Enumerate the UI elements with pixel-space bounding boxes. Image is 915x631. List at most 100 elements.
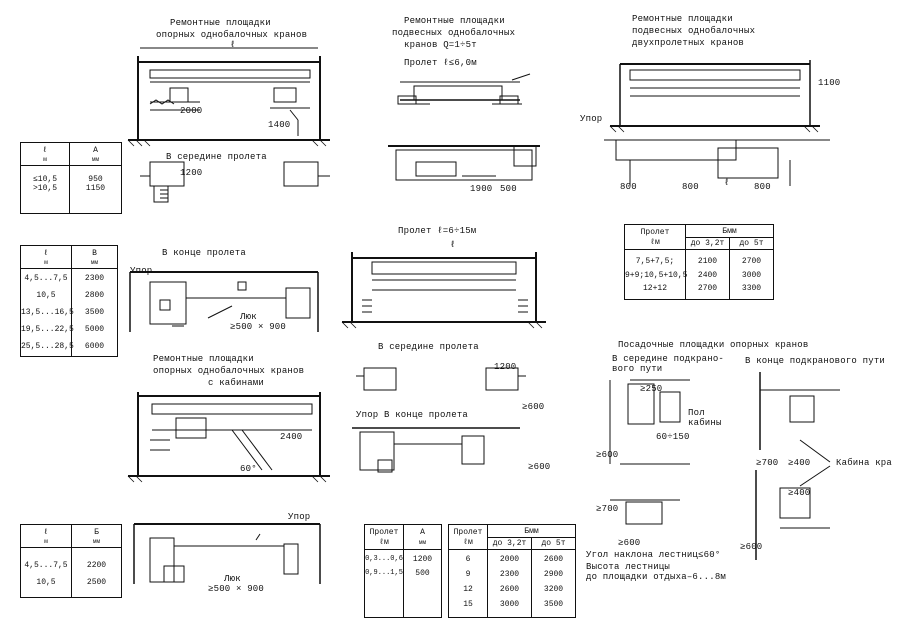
- table-6-cell: 9+9;10,5+10,5: [625, 271, 688, 280]
- dim-700-b: ≥700: [756, 458, 779, 468]
- panel-6-sections: [352, 367, 526, 473]
- table-4-cell: 0,3...0,6: [365, 555, 403, 563]
- dim-60-150: 60÷150: [656, 432, 690, 442]
- panel-2-plan: [129, 271, 319, 332]
- panel-4-plan: [133, 523, 321, 584]
- panel-5-elevation: [388, 73, 540, 181]
- table-6-header-col1-unit: ℓм: [650, 238, 660, 247]
- panel-3-elevation: [128, 392, 330, 477]
- title-repair-platforms-1-line1: Ремонтные площадки: [170, 18, 271, 28]
- hatch-size-1: ≥500 × 900: [230, 322, 287, 332]
- table-6-header-group: Бмм: [722, 227, 737, 236]
- span-6-15m-label: Пролет ℓ=6÷15м: [398, 226, 477, 236]
- table-1-header-col1: ℓ: [42, 146, 48, 155]
- table-3-header-col1-unit: м: [44, 538, 48, 545]
- hatch-size-2: ≥500 × 900: [208, 584, 265, 594]
- title-landing-platforms: Посадочные площадки опорных кранов: [618, 340, 809, 350]
- dim-1900: 1900: [470, 184, 493, 194]
- table-2-cell: 2300: [84, 274, 105, 283]
- table-1-cell: 950: [88, 175, 103, 184]
- end-runway-label: В конце подкранового пути: [745, 356, 886, 366]
- table-1-cell: ≤10,5: [32, 175, 57, 184]
- dim-250: ≥250: [640, 384, 663, 394]
- end-span-label-1: В конце пролета: [162, 248, 247, 258]
- table-1-header-col1-unit: м: [43, 156, 47, 163]
- table-4-cell: 1200: [412, 555, 433, 564]
- dim-800-b: 800: [682, 182, 699, 192]
- table-5-cell: 3500: [543, 600, 564, 609]
- dim-600-c: ≥600: [596, 450, 619, 460]
- table-5-cell: 12: [463, 585, 473, 594]
- table-2-cell: 4,5...7,5: [24, 274, 68, 283]
- dim-600-d: ≥600: [618, 538, 641, 548]
- cabin-crane-label: Кабина кра: [836, 458, 893, 468]
- stair-angle-note: Угол наклона лестниц≤60°: [586, 550, 721, 560]
- dim-700: ≥700: [596, 504, 619, 514]
- table-4-header-col2-unit: мм: [418, 539, 427, 546]
- table-3-header-col2-unit: мм: [92, 538, 101, 545]
- table-1-cell: >10,5: [32, 184, 57, 193]
- table-5-cell: 15: [463, 600, 473, 609]
- dim-800-a: 800: [620, 182, 637, 192]
- table-5-cell: 9: [465, 570, 471, 579]
- stop-end-span-label: Упор В конце пролета: [356, 410, 469, 420]
- table-2-cell: 5000: [84, 325, 105, 334]
- dim-500: 500: [500, 184, 517, 194]
- table-3-cell: 2200: [86, 561, 107, 570]
- table-2-cell: 13,5...16,5: [21, 308, 74, 317]
- table-6-subheader-1: до 3,2т: [690, 239, 725, 248]
- stair-height-note-2: до площадки отдыха–6...8м: [586, 572, 727, 582]
- dim-600-a: ≥600: [522, 402, 545, 412]
- dim-400-a: ≥400: [788, 458, 811, 468]
- table-5-cell: 6: [465, 555, 471, 564]
- table-5-cell: 2300: [499, 570, 520, 579]
- panel-6-elevation: [342, 252, 546, 323]
- table-6-cell: 3000: [741, 271, 762, 280]
- mid-runway-line1: В середине подкрано-: [612, 354, 725, 364]
- panel-1-plan: [140, 161, 330, 203]
- table-5-cell: 2900: [543, 570, 564, 579]
- title-suspended-1-line2: подвесных однобалочных: [392, 28, 516, 38]
- table-1-cell: 1150: [85, 184, 106, 193]
- table-6-cell: 7,5+7,5;: [635, 257, 675, 266]
- table-6-cell: 3300: [741, 284, 762, 293]
- table-2-header-col1: ℓ: [43, 249, 49, 258]
- dim-600-b: ≥600: [528, 462, 551, 472]
- table-2-cell: 19,5...22,5: [21, 325, 74, 334]
- table-4-header-col1-unit: ℓм: [379, 538, 389, 547]
- table-5-subheader-2: до 5т: [541, 539, 566, 548]
- table-5-header-col1-unit: ℓм: [463, 538, 473, 547]
- table-2-header-col1-unit: м: [44, 259, 48, 266]
- table-5-cell: 3000: [499, 600, 520, 609]
- title-repair-platforms-1-line2: опорных однобалочных кранов: [156, 30, 308, 40]
- table-2-cell: 2800: [84, 291, 105, 300]
- title-cabin-line3: с кабинами: [208, 378, 265, 388]
- panel-8-sections: [609, 372, 840, 560]
- table-4: Пролет ℓм А мм 0,3...0,6 1200 0,9...1,5 …: [364, 524, 442, 618]
- table-6-cell: 2100: [697, 257, 718, 266]
- title-cabin-line2: опорных однобалочных кранов: [153, 366, 305, 376]
- table-2-cell: 6000: [84, 342, 105, 351]
- mid-span-label-1: В середине пролета: [166, 152, 267, 162]
- table-6-header-col1: Пролет: [640, 228, 670, 237]
- panel-7-elevation: [604, 60, 830, 186]
- table-1-header-col2-unit: мм: [91, 156, 100, 163]
- table-5-cell: 2600: [499, 585, 520, 594]
- table-6-cell: 2700: [741, 257, 762, 266]
- stop-label-2: Упор: [288, 512, 311, 522]
- dim-1200: 1200: [180, 168, 203, 178]
- table-5-cell: 2000: [499, 555, 520, 564]
- table-4-cell: 0,9...1,5: [365, 569, 403, 577]
- hatch-label-1: Люк: [240, 312, 257, 322]
- table-5-header-col1: Пролет: [453, 528, 483, 537]
- table-2-cell: 10,5: [36, 291, 56, 300]
- title-suspended-1-line3: кранов Q=1÷5т: [404, 40, 477, 50]
- dim-600-e: ≥600: [740, 542, 763, 552]
- table-3-cell: 4,5...7,5: [24, 561, 68, 570]
- title-suspended-2-line2: подвесных однобалочных: [632, 26, 756, 36]
- span-6m-label: Пролет ℓ≤6,0м: [404, 58, 477, 68]
- table-5-header-group: Бмм: [524, 527, 539, 536]
- table-2-cell: 25,5...28,5: [21, 342, 74, 351]
- table-1: ℓ м А мм ≤10,5 950 >10,5 1150: [20, 142, 122, 214]
